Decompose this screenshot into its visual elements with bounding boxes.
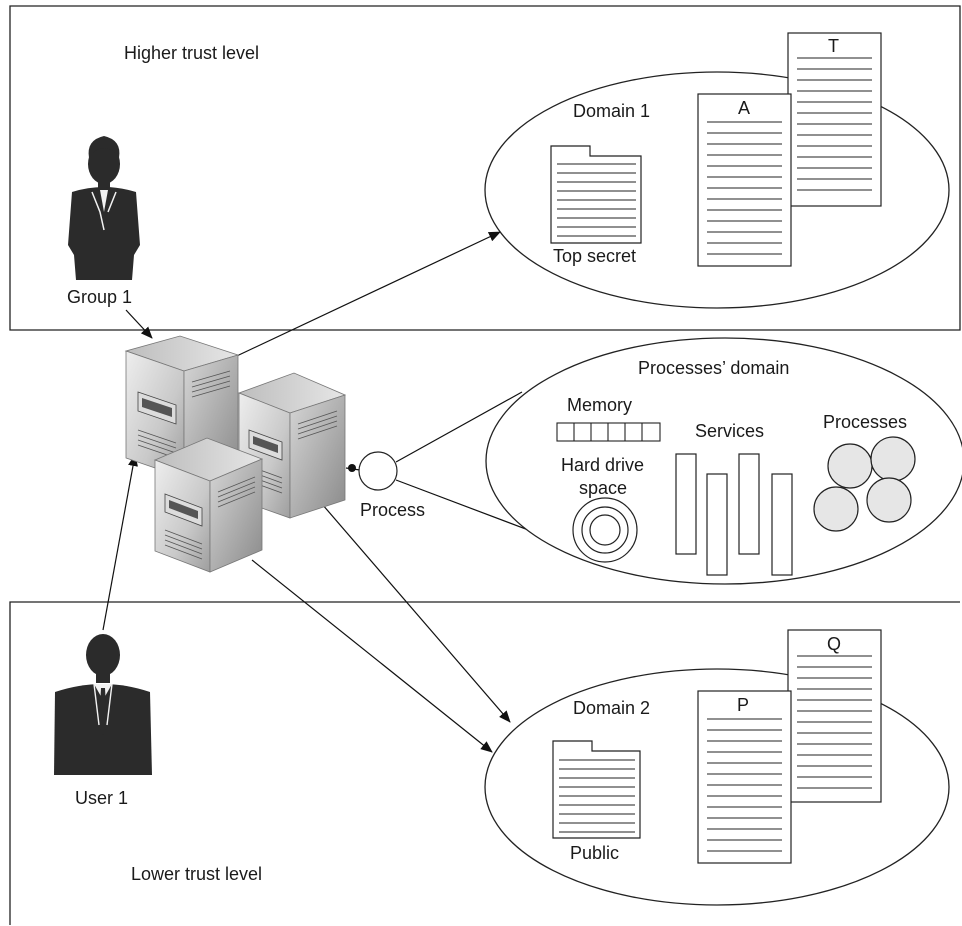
lower-trust-label: Lower trust level (131, 864, 262, 884)
arrow-group-to-server (125, 309, 153, 339)
processes-label: Processes (823, 412, 907, 432)
higher-trust-zone (9, 5, 961, 331)
document-icon (697, 93, 792, 267)
processes-domain: Processes’ domain Memory Hard drive spac… (485, 337, 962, 585)
hard-drive-label-line1: Hard drive (561, 455, 644, 475)
document-icon (787, 32, 882, 207)
lower-trust-zone (9, 601, 960, 925)
process-to-domain-upper (395, 391, 523, 463)
doc-a-label: A (738, 98, 750, 118)
public-label: Public (570, 843, 619, 863)
domain2: Domain 2 Public Q (484, 629, 950, 906)
folder-icon (552, 740, 641, 839)
disk-icon (572, 497, 638, 563)
service-bars (675, 453, 793, 576)
higher-trust-label: Higher trust level (124, 43, 259, 63)
arrow-user-to-server (102, 454, 138, 631)
arrow-server-to-domain2-upper (321, 503, 511, 723)
person-silhouette-female-icon (68, 136, 140, 280)
doc-t-label: T (828, 36, 839, 56)
hard-drive-label-line2: space (579, 478, 627, 498)
processes-domain-title: Processes’ domain (638, 358, 789, 378)
person-silhouette-male-icon (54, 634, 152, 775)
process-circles (813, 436, 916, 532)
doc-q-label: Q (827, 634, 841, 654)
memory-label: Memory (567, 395, 632, 415)
top-secret-label: Top secret (553, 246, 636, 266)
services-label: Services (695, 421, 764, 441)
group-1-label: Group 1 (67, 287, 132, 307)
user-1-label: User 1 (75, 788, 128, 808)
doc-p-label: P (737, 695, 749, 715)
folder-icon (550, 145, 642, 244)
process-connector-dot (348, 464, 356, 472)
domain1: Domain 1 Top secret (484, 32, 950, 309)
document-icon (697, 690, 792, 864)
process-node-label: Process (360, 500, 425, 520)
domain2-title: Domain 2 (573, 698, 650, 718)
arrow-server-to-domain2-lower (251, 559, 493, 753)
memory-blocks (556, 422, 661, 442)
arrow-server-to-domain1 (223, 231, 501, 363)
process-node (358, 451, 398, 491)
document-icon (787, 629, 882, 803)
server-tower-icon (153, 437, 264, 573)
domain1-title: Domain 1 (573, 101, 650, 121)
